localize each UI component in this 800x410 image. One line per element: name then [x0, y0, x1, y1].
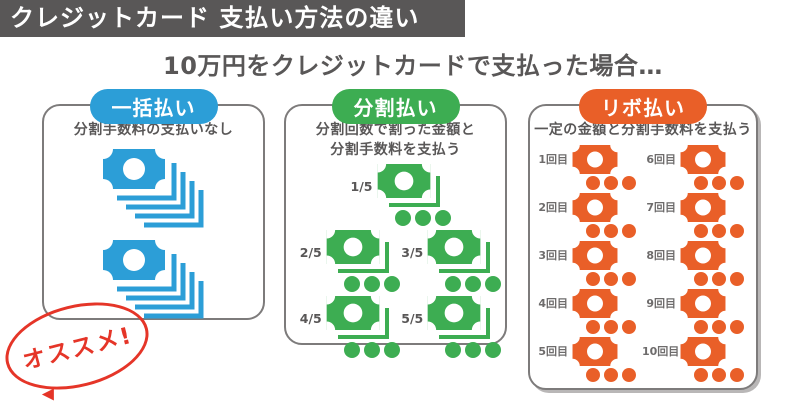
installment-item: 5/5	[401, 296, 502, 359]
revolving-item-label: 8回目	[646, 249, 676, 263]
panel-revolving: リボ払い 一定の金額と分割手数料を支払う 1回目 2回目 3回目 4回目	[528, 89, 758, 390]
banknote-icon	[572, 337, 618, 366]
banknote-icon	[680, 193, 726, 222]
page-subtitle: 10万円をクレジットカードで支払った場合…	[163, 52, 663, 80]
revolving-item: 8回目	[642, 241, 750, 286]
banknote-icon	[572, 241, 618, 270]
banknote-icon	[572, 193, 618, 222]
coins-icon	[394, 210, 459, 227]
installment-item-label: 4/5	[299, 310, 322, 326]
revolving-column-right: 6回目 7回目 8回目 9回目 10回目	[642, 145, 750, 385]
lump-sum-description: 分割手数料の支払いなし	[73, 122, 234, 138]
revolving-column-left: 1回目 2回目 3回目 4回目 5回目	[534, 145, 642, 385]
coins-icon	[586, 175, 656, 190]
banknote-icon	[680, 241, 726, 270]
coins-icon	[343, 342, 408, 359]
lump-sum-illustration	[44, 149, 263, 320]
revolving-item: 6回目	[642, 145, 750, 190]
revolving-item: 7回目	[642, 193, 750, 238]
page-title: クレジットカード 支払い方法の違い	[0, 0, 465, 37]
banknote-icon	[572, 145, 618, 174]
installment-illustration: 1/5 2/5 3/5	[286, 160, 505, 359]
revolving-item: 1回目	[534, 145, 642, 190]
coins-icon	[586, 319, 656, 334]
revolving-item: 9回目	[642, 289, 750, 334]
revolving-item: 5回目	[534, 337, 642, 382]
installment-item: 4/5	[299, 296, 400, 359]
revolving-item-label: 6回目	[646, 153, 676, 167]
revolving-item: 2回目	[534, 193, 642, 238]
panel-installment: 分割払い 分割回数で割った金額と 分割手数料を支払う 1/5 2/5	[284, 89, 507, 359]
coins-icon	[694, 175, 764, 190]
lump-sum-badge: 一括払い	[89, 89, 218, 124]
installment-item: 2/5	[299, 230, 400, 293]
revolving-badge: リボ払い	[579, 89, 707, 124]
revolving-description: 一定の金額と分割手数料を支払う	[534, 122, 752, 138]
revolving-item-label: 7回目	[646, 201, 676, 215]
revolving-item: 10回目	[642, 337, 750, 382]
installment-item-label: 3/5	[401, 244, 424, 260]
revolving-item-label: 4回目	[538, 297, 568, 311]
revolving-item: 4回目	[534, 289, 642, 334]
coins-icon	[694, 367, 764, 382]
banknote-icon	[680, 337, 726, 366]
coins-icon	[586, 223, 656, 238]
revolving-item-label: 2回目	[538, 201, 568, 215]
revolving-item-label: 9回目	[646, 297, 676, 311]
coins-icon	[586, 367, 656, 382]
coins-icon	[694, 319, 764, 334]
coins-icon	[445, 276, 509, 293]
banknote-stack-icon	[103, 149, 203, 228]
installment-description-line1: 分割回数で割った金額と	[315, 122, 476, 138]
installment-description: 分割回数で割った金額と 分割手数料を支払う	[286, 121, 505, 160]
revolving-item-label: 1回目	[538, 153, 568, 167]
installment-item: 3/5	[401, 230, 502, 293]
banknote-icon	[326, 230, 389, 274]
installment-item-label: 2/5	[299, 244, 322, 260]
coins-icon	[445, 342, 509, 359]
banknote-icon	[427, 230, 491, 274]
banknote-icon	[427, 296, 491, 340]
banknote-icon	[572, 289, 618, 318]
banknote-icon	[326, 296, 389, 340]
installment-item-label: 5/5	[401, 310, 424, 326]
banknote-stack-icon	[103, 240, 203, 319]
recommend-stamp-label: オススメ!	[20, 322, 136, 376]
coins-icon	[343, 276, 408, 293]
coins-icon	[586, 271, 656, 286]
revolving-item-label: 10回目	[642, 345, 680, 359]
panel-lump-sum: 一括払い 分割手数料の支払いなし	[42, 89, 265, 320]
installment-item-label: 1/5	[350, 178, 373, 194]
revolving-item-label: 5回目	[538, 345, 568, 359]
banknote-icon	[680, 145, 726, 174]
banknote-icon	[680, 289, 726, 318]
revolving-illustration: 1回目 2回目 3回目 4回目 5回目	[530, 141, 756, 385]
revolving-item-label: 3回目	[538, 249, 568, 263]
coins-icon	[694, 223, 764, 238]
installment-description-line2: 分割手数料を支払う	[330, 141, 461, 158]
banknote-icon	[377, 164, 440, 208]
revolving-item: 3回目	[534, 241, 642, 286]
installment-item: 1/5	[350, 164, 451, 227]
coins-icon	[694, 271, 764, 286]
installment-badge: 分割払い	[331, 89, 460, 124]
